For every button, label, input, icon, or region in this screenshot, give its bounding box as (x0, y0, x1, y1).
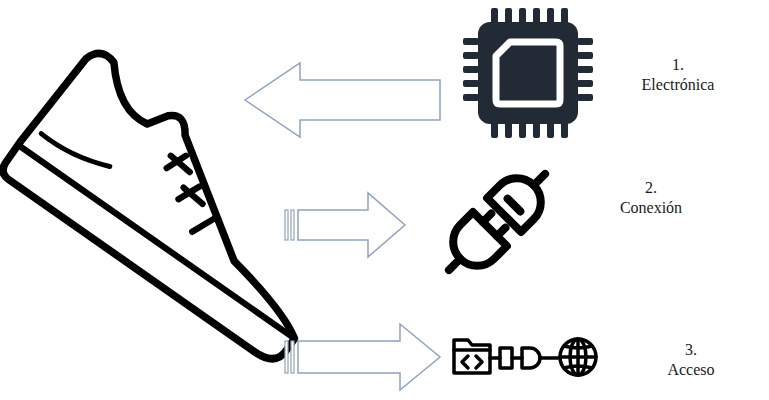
shoe-sole-line (18, 145, 294, 339)
block-arrow (245, 63, 440, 137)
shoe-stripe (41, 123, 110, 177)
callout-label: 2. Conexión (612, 178, 690, 218)
access-icons (454, 339, 616, 375)
callout-label: 3. Acceso (662, 340, 720, 380)
callout-label: 1. Electrónica (634, 55, 722, 95)
block-arrow (285, 324, 440, 390)
chip-icon (463, 8, 593, 138)
shoe-laces (142, 149, 234, 238)
block-arrow (285, 193, 405, 257)
plug-icon (432, 157, 562, 287)
